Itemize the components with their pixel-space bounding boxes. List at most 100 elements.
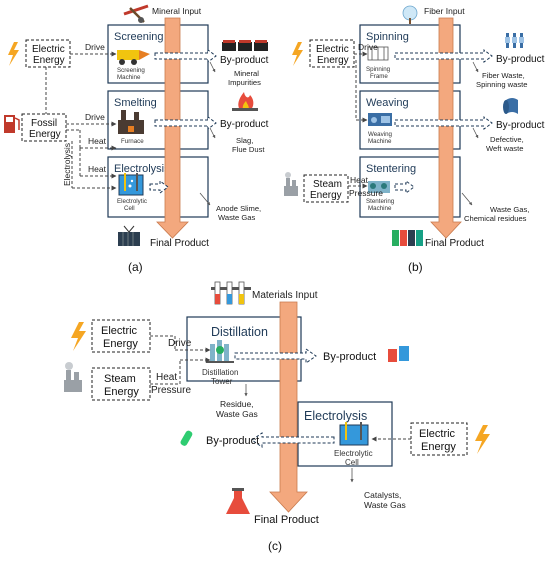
electrolysis-title-c: Electrolysis (304, 409, 367, 423)
panel-a: Mineral Input Screening Smelting Electro… (4, 4, 269, 274)
panel-b-steam-energy-l1: Steam (313, 179, 342, 190)
stentering-machine-label-1: Stentering (366, 198, 395, 205)
panel-a-electric-energy-box (25, 39, 71, 68)
flow-a-heat-1-label: Heat (88, 136, 107, 146)
electrolytic-cell-label-2: Cell (124, 205, 135, 212)
smelting-title: Smelting (114, 97, 157, 109)
distillation-tower-icon (206, 340, 234, 363)
panel-b-note-3b: Chemical residues (464, 214, 527, 223)
panel-a-out-arrow-3 (149, 180, 169, 194)
panel-c-output-label: Final Product (254, 514, 319, 526)
gas-cylinder-icon (180, 430, 193, 446)
spinning-frame-icon (367, 46, 389, 61)
panel-b-out-arrow-3 (394, 180, 415, 194)
flow-a-drive-1-label: Drive (85, 42, 105, 52)
panel-a-note-2b: Flue Dust (232, 145, 265, 154)
panel-a-note-1b: Impurities (228, 78, 261, 87)
panel-c-electric-energy-2-l1: Electric (419, 428, 456, 440)
panel-b-steam-energy-l2: Energy (310, 190, 342, 201)
panel-b-electric-energy-l2: Energy (317, 55, 349, 66)
panel-c-electric-energy-l1: Electric (101, 325, 138, 337)
panel-b-main-arrow (430, 17, 462, 239)
lightning-icon (8, 42, 19, 66)
factory-chimney-icon (64, 362, 82, 392)
flow-a-electrolysis-label: Electrolysis (62, 143, 72, 186)
electrolytic-cell-icon (118, 173, 144, 196)
panel-c-input-label: Materials Input (252, 290, 318, 301)
panel-b-note-2b: Weft waste (486, 144, 523, 153)
electrolytic-cell-c-label-1: Electrolytic (334, 449, 373, 458)
panel-a-note-3b: Waste Gas (218, 213, 255, 222)
panel-c-electric-energy-box (91, 319, 151, 353)
stentering-machine-icon (368, 181, 390, 193)
flask-icon (226, 488, 250, 514)
panel-b-steam-energy-box (303, 174, 349, 203)
panel-a-electric-energy-l2: Energy (33, 55, 65, 66)
flow-a-heat-2-label: Heat (88, 164, 107, 174)
panel-a-note-2a: Slag, (236, 136, 253, 145)
panel-b: Fiber Input Spinning Weaving Stentering … (284, 5, 545, 274)
electrolysis-title: Electrolysis (114, 163, 170, 175)
lightning-icon (71, 322, 86, 351)
distillation-tower-label-1: Distillation (202, 368, 238, 377)
panel-a-label: (a) (128, 260, 143, 274)
screening-machine-label-1: Screening (117, 67, 145, 74)
stentering-title: Stentering (366, 163, 416, 175)
panel-c-electric-energy-box-2 (410, 422, 468, 456)
panel-c-out-arrow-2 (251, 432, 335, 448)
note-arrow-a3 (199, 192, 211, 206)
weaving-machine-label-2: Machine (368, 138, 392, 145)
panel-a-fossil-energy-l1: Fossil (31, 118, 57, 129)
panel-a-electric-energy-l1: Electric (32, 44, 65, 55)
panel-c-label: (c) (268, 539, 282, 553)
spinning-frame-label-1: Spinning (366, 66, 391, 73)
panel-c-note-1b: Waste Gas (216, 409, 258, 419)
electrolytic-cell-c-label-2: Cell (345, 458, 359, 467)
screening-title: Screening (114, 31, 164, 43)
panel-c-note-1a: Residue, (220, 399, 254, 409)
panel-b-note-1a: Fiber Waste, (482, 71, 525, 80)
fuel-pump-icon (4, 115, 20, 133)
panel-c-byproduct-1: By-product (323, 351, 376, 363)
mine-cart-icon (222, 40, 268, 51)
panel-b-input-label: Fiber Input (424, 6, 465, 16)
fire-icon (232, 92, 258, 111)
flow-c-pressure-label: Pressure (151, 385, 191, 396)
tree-icon (402, 5, 418, 24)
panel-a-out-arrow-2 (154, 116, 217, 130)
note-arrow-a2 (209, 127, 216, 139)
panel-b-note-3a: Waste Gas, (490, 205, 529, 214)
flow-c-heat-label: Heat (156, 372, 177, 383)
panel-c-electric-energy-2-l2: Energy (421, 441, 456, 453)
panel-a-out-arrow-1 (154, 49, 217, 63)
panel-a-fossil-energy-box (21, 113, 67, 142)
panel-a-note-3a: Anode Slime, (216, 204, 261, 213)
panel-c-steam-energy-l1: Steam (104, 373, 136, 385)
panel-c-note-2b: Waste Gas (364, 500, 406, 510)
flow-c-drive-label: Drive (168, 338, 192, 349)
panel-b-byproduct-1: By-product (496, 54, 545, 65)
panel-b-note-1b: Spinning waste (476, 80, 528, 89)
panel-c-steam-energy-l2: Energy (104, 386, 139, 398)
panel-c: Materials Input Distillation Electrolysi… (64, 281, 490, 553)
panel-b-electric-energy-l1: Electric (316, 44, 349, 55)
factory-chimney-icon (284, 172, 298, 196)
panel-b-byproduct-2: By-product (496, 120, 545, 131)
panel-c-byproduct-2: By-product (206, 435, 259, 447)
weaving-machine-icon (368, 113, 392, 126)
bobbins-icon (505, 33, 524, 48)
panel-a-fossil-energy-l2: Energy (29, 129, 61, 140)
flow-a-drive-2-label: Drive (85, 112, 105, 122)
test-tubes-icon (211, 281, 251, 305)
note-arrow-b1 (472, 61, 479, 73)
stentering-machine-label-2: Machine (368, 205, 392, 212)
panel-a-byproduct-1: By-product (220, 55, 269, 66)
panel-c-electric-energy-l2: Energy (103, 338, 138, 350)
fabric-roll-icon (503, 98, 518, 114)
electrolytic-cell-label-1: Electrolytic (117, 198, 147, 205)
panel-c-main-arrow (269, 301, 308, 513)
lightning-icon (475, 425, 490, 454)
panel-a-output-label: Final Product (150, 238, 209, 249)
panel-c-note-2a: Catalysts, (364, 490, 401, 500)
pickaxe-icon (123, 4, 149, 23)
